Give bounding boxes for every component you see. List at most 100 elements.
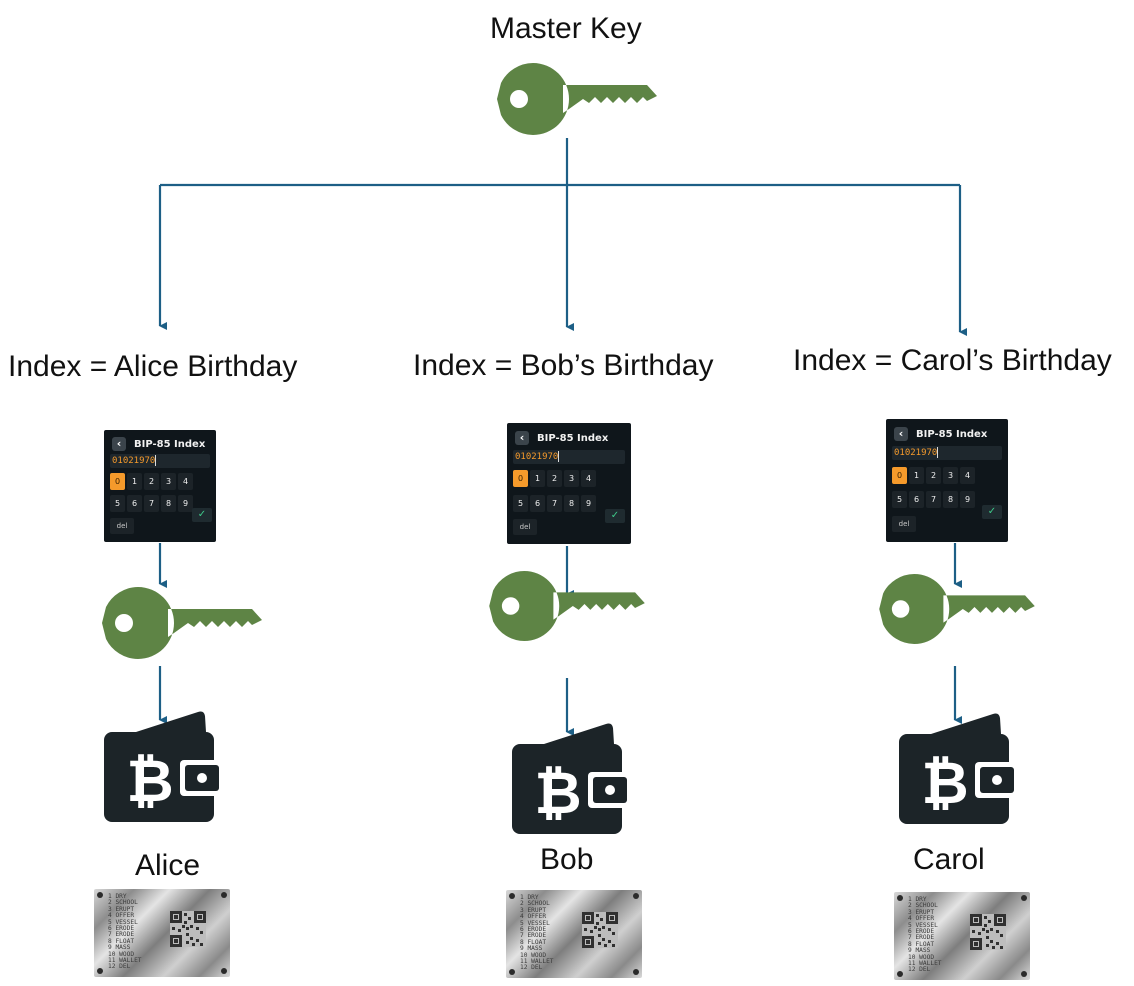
- qr-code: [970, 914, 1006, 950]
- svg-text:₿: ₿: [921, 749, 968, 817]
- wallet-owner-bob: Bob: [540, 843, 594, 876]
- key-4[interactable]: 4: [581, 470, 596, 487]
- key-0[interactable]: 0: [110, 473, 125, 490]
- key-6[interactable]: 6: [909, 491, 924, 508]
- key-9[interactable]: 9: [581, 495, 596, 512]
- index-label-bob: Index = Bob’s Birthday: [413, 349, 714, 382]
- seed-word: 6 ERODE: [908, 928, 935, 936]
- key-1[interactable]: 1: [909, 467, 924, 484]
- seed-word: 10 WOOD: [520, 951, 547, 959]
- seed-word: 9 MASS: [908, 947, 931, 955]
- seed-word: 3 ERUPT: [908, 908, 935, 916]
- index-value: 01021970: [112, 456, 156, 466]
- checkmark-icon[interactable]: ✓: [192, 508, 212, 522]
- seed-word: 4 OFFER: [520, 913, 547, 921]
- key-1[interactable]: 1: [127, 473, 142, 490]
- index-value: 01021970: [894, 448, 938, 458]
- seed-word: 5 VESSEL: [520, 919, 550, 927]
- seed-word: 11 WALLET: [520, 958, 554, 966]
- bip85-device-screen-alice: ‹BIP-85 Index 01021970 0 1 2 3 4 5 6 7 8…: [104, 430, 216, 542]
- key-3[interactable]: 3: [564, 470, 579, 487]
- bip85-device-screen-bob: ‹ BIP-85 Index 01021970 0 1 2 3 4 5 6 7 8…: [507, 423, 631, 544]
- seed-word: 9 MASS: [108, 944, 131, 952]
- seed-word: 8 FLOAT: [908, 940, 935, 948]
- key-icon: [102, 587, 262, 659]
- seed-word: 7 ERODE: [108, 931, 135, 939]
- index-input[interactable]: 01021970: [110, 454, 210, 468]
- seed-word: 3 ERUPT: [108, 905, 135, 913]
- bip85-device-screen-carol: ‹ BIP-85 Index 01021970 0 1 2 3 4 5 6 7 8…: [886, 419, 1008, 542]
- key-icon: [489, 571, 645, 641]
- key-8[interactable]: 8: [943, 491, 958, 508]
- key-0[interactable]: 0: [513, 470, 528, 487]
- key-2[interactable]: 2: [144, 473, 159, 490]
- key-7[interactable]: 7: [144, 495, 159, 512]
- key-8[interactable]: 8: [161, 495, 176, 512]
- key-icon: [497, 63, 657, 135]
- key-8[interactable]: 8: [564, 495, 579, 512]
- index-label-alice: Index = Alice Birthday: [8, 350, 298, 383]
- key-7[interactable]: 7: [547, 495, 562, 512]
- delete-button[interactable]: del: [513, 519, 537, 535]
- seed-word: 2 SCHOOL: [908, 902, 938, 910]
- index-input[interactable]: 01021970: [513, 450, 625, 464]
- key-6[interactable]: 6: [127, 495, 142, 512]
- device-title: BIP-85 Index: [537, 432, 609, 444]
- seed-word: 4 OFFER: [108, 912, 135, 920]
- seed-word: 11 WALLET: [108, 957, 142, 965]
- key-0[interactable]: 0: [892, 467, 907, 484]
- chevron-left-icon[interactable]: ‹: [112, 437, 126, 451]
- seed-word: 12 DEL: [520, 964, 543, 972]
- qr-code: [582, 912, 618, 948]
- index-value: 01021970: [515, 452, 559, 462]
- delete-button[interactable]: del: [892, 516, 916, 532]
- key-4[interactable]: 4: [178, 473, 193, 490]
- key-9[interactable]: 9: [178, 495, 193, 512]
- seed-word: 7 ERODE: [908, 934, 935, 942]
- seed-word: 1 DRY: [520, 894, 539, 901]
- key-5[interactable]: 5: [110, 495, 125, 512]
- key-5[interactable]: 5: [892, 491, 907, 508]
- chevron-left-icon[interactable]: ‹: [515, 431, 529, 445]
- bitcoin-wallet-icon: ₿: [899, 713, 1019, 824]
- delete-button[interactable]: del: [110, 518, 134, 534]
- key-9[interactable]: 9: [960, 491, 975, 508]
- seed-word: 5 VESSEL: [908, 921, 938, 929]
- seed-word: 3 ERUPT: [520, 906, 547, 914]
- seed-word: 12 DEL: [108, 963, 131, 971]
- device-title: BIP-85 Index: [916, 428, 988, 440]
- checkmark-icon[interactable]: ✓: [605, 509, 625, 523]
- seed-word: 10 WOOD: [908, 953, 935, 961]
- seed-word: 7 ERODE: [520, 932, 547, 940]
- wallet-owner-alice: Alice: [135, 849, 201, 882]
- wallet-owner-carol: Carol: [913, 843, 985, 876]
- key-4[interactable]: 4: [960, 467, 975, 484]
- master-key-label: Master Key: [490, 12, 642, 45]
- seed-word: 2 SCHOOL: [108, 899, 138, 907]
- checkmark-icon[interactable]: ✓: [982, 505, 1002, 519]
- seed-word: 11 WALLET: [908, 960, 942, 968]
- chevron-left-icon[interactable]: ‹: [894, 427, 908, 441]
- seed-word: 5 VESSEL: [108, 918, 138, 926]
- key-3[interactable]: 3: [943, 467, 958, 484]
- key-2[interactable]: 2: [926, 467, 941, 484]
- bitcoin-wallet-icon: ₿: [104, 711, 224, 822]
- index-input[interactable]: 01021970: [892, 446, 1002, 460]
- key-3[interactable]: 3: [161, 473, 176, 490]
- key-7[interactable]: 7: [926, 491, 941, 508]
- seed-word: 9 MASS: [520, 945, 543, 953]
- key-2[interactable]: 2: [547, 470, 562, 487]
- seed-word: 1 DRY: [908, 896, 927, 903]
- seed-word: 6 ERODE: [108, 925, 135, 933]
- key-5[interactable]: 5: [513, 495, 528, 512]
- key-1[interactable]: 1: [530, 470, 545, 487]
- seed-word: 4 OFFER: [908, 915, 935, 923]
- key-6[interactable]: 6: [530, 495, 545, 512]
